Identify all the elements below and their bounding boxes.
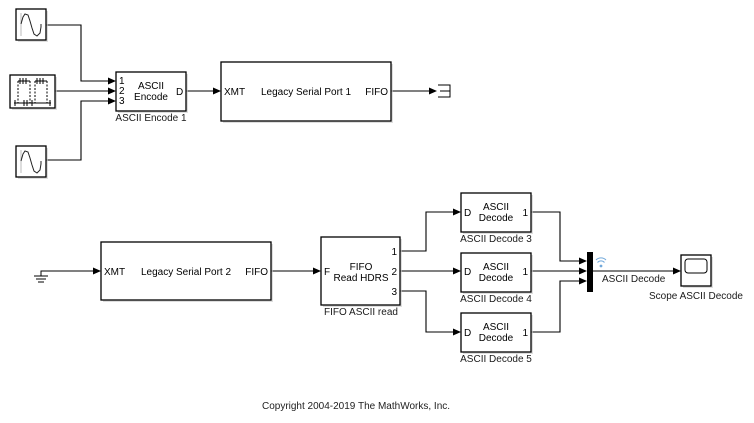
pulse-train-icon (14, 78, 51, 106)
decode4-inport: D (464, 267, 471, 278)
decode4-outport: 1 (522, 267, 528, 278)
fifo-outport-2: 2 (391, 267, 397, 278)
sine-wave-block-1[interactable] (15, 8, 48, 42)
decode5-outport: 1 (522, 328, 528, 339)
fifo-block-name[interactable]: FIFO ASCII read (324, 307, 398, 318)
encode-inport-3: 3 (119, 96, 125, 107)
mux-bar-icon (587, 252, 593, 292)
fifo-outport-1: 1 (391, 247, 397, 258)
decode5-block-name[interactable]: ASCII Decode 5 (460, 354, 532, 365)
terminator-block[interactable] (438, 84, 451, 98)
wire-sine1-to-encode[interactable] (46, 24, 116, 85)
serial1-title: Legacy Serial Port 1 (261, 87, 351, 98)
decode5-title-line2: Decode (479, 333, 514, 344)
wire-pulse-to-encode[interactable] (55, 87, 116, 95)
wire-serial2-to-fifo[interactable] (271, 267, 321, 275)
sine-wave-block-2[interactable] (15, 145, 48, 179)
ascii-decode-5-block[interactable]: D ASCII Decode 1 (460, 312, 533, 354)
decode4-block-name[interactable]: ASCII Decode 4 (460, 294, 532, 305)
copyright-annotation: Copyright 2004-2019 The MathWorks, Inc. (262, 401, 450, 412)
scope-icon (684, 258, 708, 274)
decode4-title-line2: Decode (479, 273, 514, 284)
wire-fifo2-to-decode4[interactable] (400, 267, 461, 275)
legacy-serial-port-1-block[interactable]: XMT Legacy Serial Port 1 FIFO (220, 61, 393, 123)
ground-block[interactable] (34, 270, 52, 283)
sine-wave-icon (20, 13, 42, 37)
fifo-title-line2: Read HDRS (333, 273, 388, 284)
encode-inport-2: 2 (119, 86, 125, 97)
wire-decode3-to-mux[interactable] (531, 211, 587, 265)
wire-serial1-to-terminator[interactable] (391, 87, 437, 95)
decode3-inport: D (464, 208, 471, 219)
encode-inport-1: 1 (119, 76, 125, 87)
decode3-title-line1: ASCII (483, 202, 509, 213)
fifo-title-line1: FIFO (350, 262, 373, 273)
signal-logging-icon[interactable] (595, 257, 607, 268)
encode-outport: D (176, 87, 183, 98)
serial1-inport: XMT (224, 87, 245, 98)
wire-mux-to-scope[interactable] (593, 267, 681, 275)
sine-wave-icon (20, 150, 42, 174)
wire-sine2-to-encode[interactable] (46, 97, 116, 161)
decode5-inport: D (464, 328, 471, 339)
encode-title-line2: Encode (134, 92, 168, 103)
serial2-outport: FIFO (245, 267, 268, 278)
ascii-decode-4-block[interactable]: D ASCII Decode 1 (460, 252, 533, 294)
encode-title-line1: ASCII (138, 81, 164, 92)
scope-block[interactable] (680, 254, 713, 288)
scope-block-name[interactable]: Scope ASCII Decode (649, 291, 743, 302)
mux-block[interactable] (587, 252, 593, 292)
wire-encode-to-serial1[interactable] (186, 87, 221, 95)
wire-decode4-to-mux[interactable] (531, 267, 587, 275)
fifo-read-block[interactable]: F FIFO Read HDRS 1 2 3 (320, 236, 402, 307)
wire-fifo3-to-decode5[interactable] (400, 290, 461, 336)
serial2-title: Legacy Serial Port 2 (141, 267, 231, 278)
legacy-serial-port-2-block[interactable]: XMT Legacy Serial Port 2 FIFO (100, 241, 273, 302)
ground-icon (34, 270, 52, 283)
decode4-title-line1: ASCII (483, 262, 509, 273)
wire-decode5-to-mux[interactable] (531, 277, 587, 333)
encode-block-name[interactable]: ASCII Encode 1 (115, 113, 187, 124)
terminator-icon (438, 84, 451, 98)
serial2-inport: XMT (104, 267, 125, 278)
decode3-block-name[interactable]: ASCII Decode 3 (460, 234, 532, 245)
fifo-outport-3: 3 (391, 287, 397, 298)
serial1-outport: FIFO (365, 87, 388, 98)
wire-fifo1-to-decode3[interactable] (400, 208, 461, 252)
mux-signal-label[interactable]: ASCII Decode (602, 274, 666, 285)
decode5-title-line1: ASCII (483, 322, 509, 333)
wire-ground-to-serial2[interactable] (52, 267, 101, 275)
fifo-inport: F (324, 267, 330, 278)
pulse-generator-block[interactable] (9, 74, 57, 110)
ascii-encode-block[interactable]: 1 2 3 ASCII Encode D (115, 71, 188, 113)
ascii-decode-3-block[interactable]: D ASCII Decode 1 (460, 192, 533, 234)
decode3-title-line2: Decode (479, 213, 514, 224)
decode3-outport: 1 (522, 208, 528, 219)
